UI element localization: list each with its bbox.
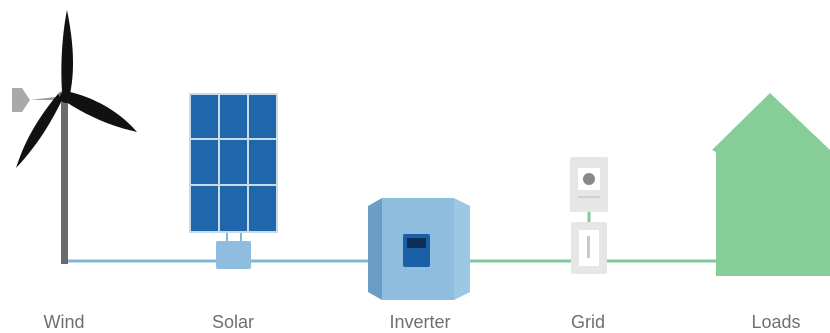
label-inverter: Inverter — [389, 312, 451, 332]
inverter-icon — [368, 198, 470, 300]
inverter-left-face — [368, 198, 382, 300]
grid-switch-toggle — [587, 236, 590, 258]
label-wind: Wind — [43, 312, 85, 332]
turbine-tower — [61, 98, 68, 264]
grid-meter-icon — [570, 157, 608, 274]
label-loads: Loads — [751, 312, 801, 332]
grid-meter-dial — [583, 173, 595, 185]
house-shape — [712, 93, 830, 276]
solar-junction-box — [216, 241, 251, 269]
label-grid: Grid — [570, 312, 606, 332]
house-icon — [712, 93, 830, 276]
solar-cells — [191, 95, 276, 231]
turbine-blade-up — [61, 10, 74, 94]
turbine-blade-right — [66, 92, 137, 132]
turbine-blade-left — [16, 94, 62, 168]
label-solar: Solar — [211, 312, 255, 332]
inverter-right-face — [454, 198, 470, 300]
inverter-screen — [407, 238, 426, 248]
solar-panel-icon — [189, 93, 278, 269]
turbine-hub — [60, 91, 72, 103]
turbine-tail-fin — [12, 88, 30, 112]
wind-turbine-icon — [12, 10, 137, 264]
